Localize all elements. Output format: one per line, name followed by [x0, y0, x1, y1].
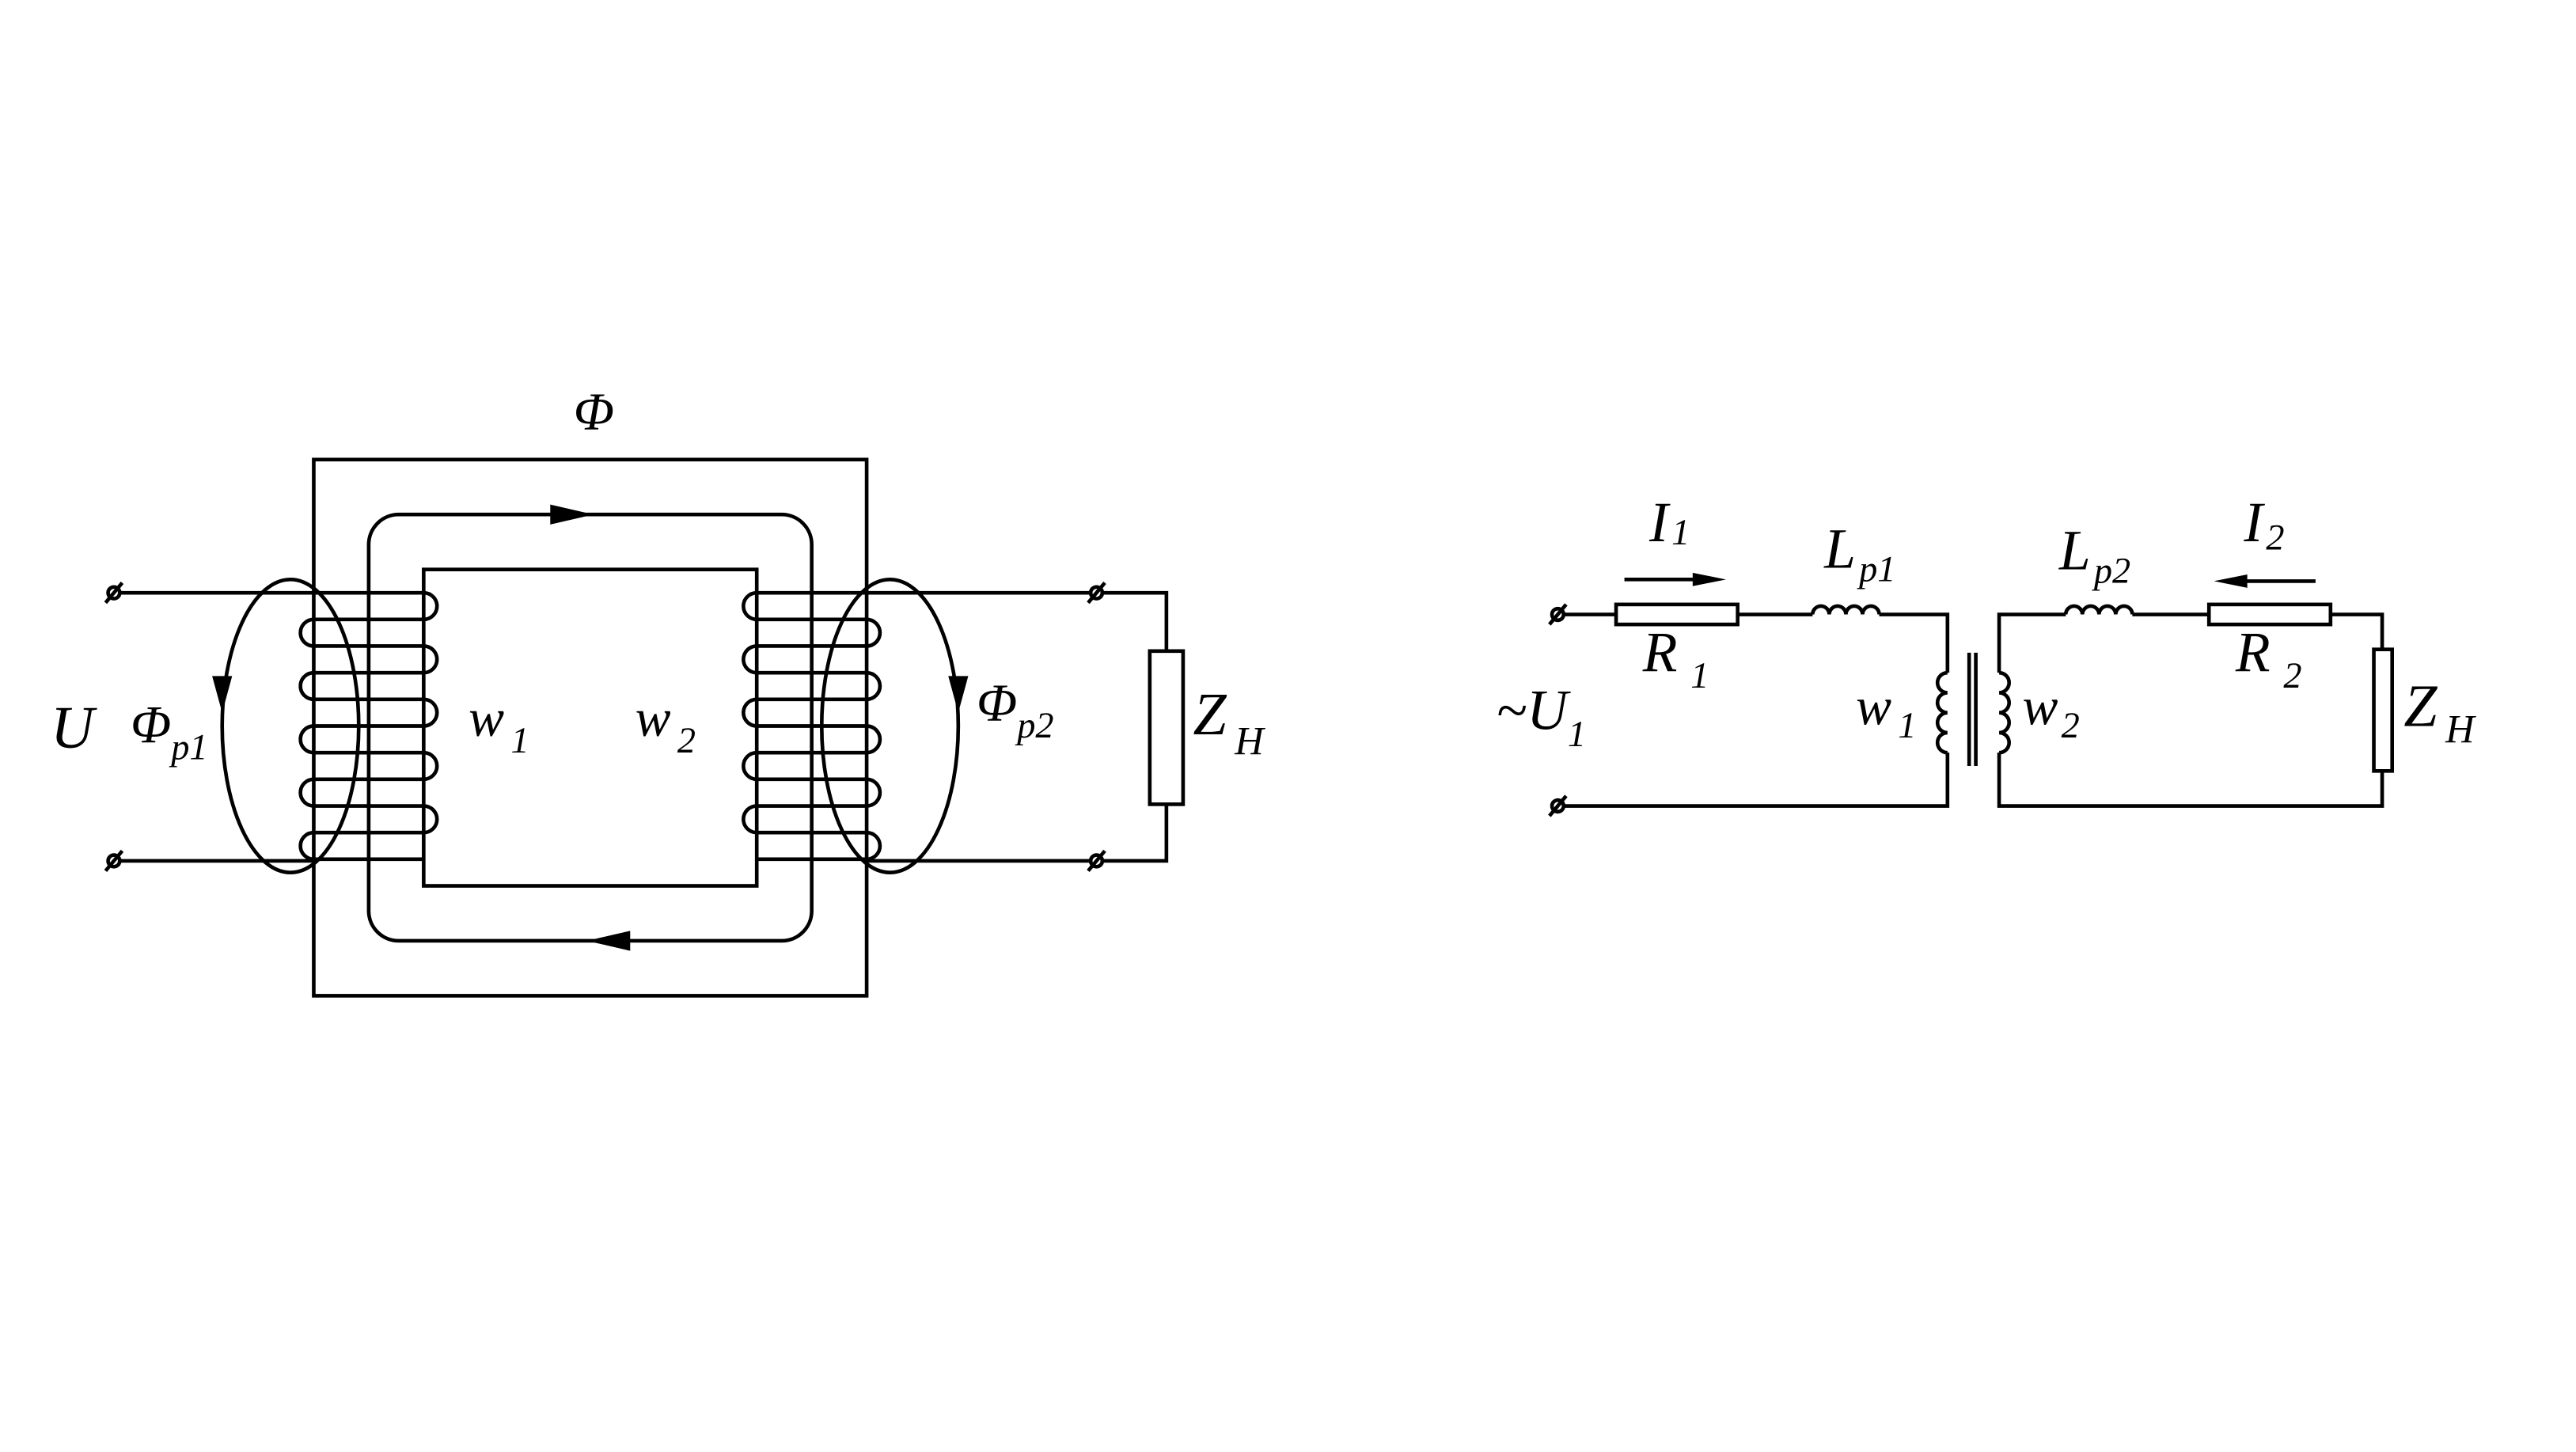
leakage-flux-2-label: Φp2 — [977, 673, 1054, 746]
main-flux-path — [366, 512, 814, 943]
input-terminals — [1548, 603, 1568, 817]
current-arrow-1 — [1624, 572, 1726, 586]
primary-loop — [1564, 602, 1950, 808]
secondary-coil — [1998, 670, 2011, 755]
source-label: ~U1 — [1497, 680, 1587, 755]
transformer-core-lines — [1967, 652, 1978, 767]
main-flux-arrow-bottom — [586, 931, 631, 951]
inductor-lp2 — [2063, 604, 2134, 615]
secondary-winding — [742, 590, 1092, 863]
secondary-terminals — [1087, 582, 1106, 873]
leakage-flux-1-label: Φp1 — [131, 696, 208, 768]
leakage-flux-2 — [819, 578, 969, 874]
main-flux-arrow-top — [550, 504, 594, 525]
main-flux-label: Φ — [574, 382, 614, 442]
leakage-flux-1 — [212, 578, 361, 874]
voltage-label: U — [51, 695, 97, 761]
load-circuit — [1102, 590, 1186, 863]
load-impedance — [2372, 647, 2395, 773]
primary-terminals — [104, 582, 124, 873]
current-arrow-2 — [2214, 574, 2316, 588]
secondary-loop — [1997, 602, 2395, 808]
primary-winding — [120, 590, 439, 863]
inductor-lp1 — [1811, 604, 1881, 615]
primary-coil — [1935, 670, 1948, 755]
